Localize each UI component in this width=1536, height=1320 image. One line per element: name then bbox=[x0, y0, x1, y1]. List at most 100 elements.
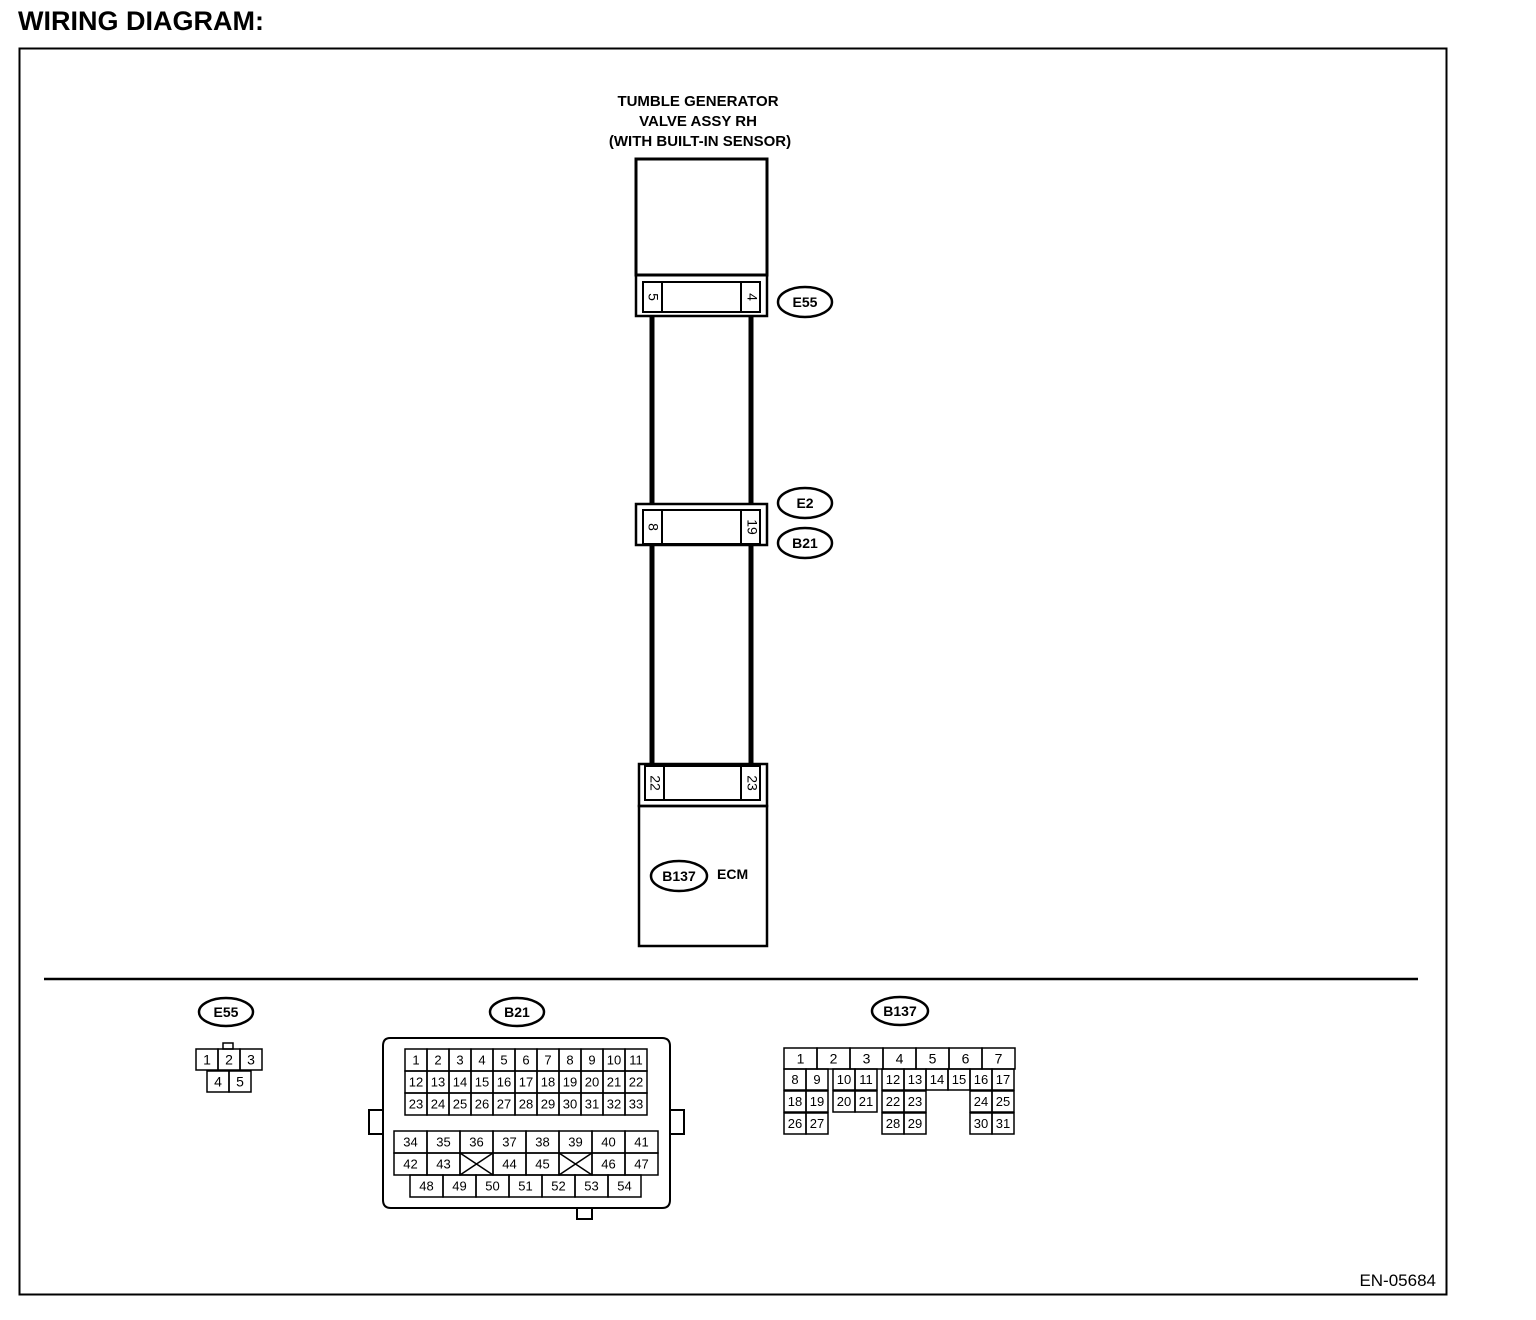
pin-number: 43 bbox=[436, 1157, 450, 1172]
pin-number: 10 bbox=[837, 1072, 851, 1087]
pin-number: 42 bbox=[403, 1157, 417, 1172]
pin-number: 1 bbox=[412, 1053, 419, 1068]
connector-e55-block: 5 4 bbox=[634, 273, 769, 318]
pin-number: 25 bbox=[453, 1097, 467, 1112]
pin-number: 5 bbox=[929, 1051, 937, 1067]
pin-number: 23 bbox=[908, 1094, 922, 1109]
pin-number: 6 bbox=[962, 1051, 970, 1067]
pin-number: 39 bbox=[568, 1135, 582, 1150]
b21-left-latch bbox=[368, 1109, 384, 1135]
pin-number: 53 bbox=[584, 1179, 598, 1194]
pin-number: 23 bbox=[409, 1097, 423, 1112]
pin-number: 44 bbox=[502, 1157, 516, 1172]
component-title-line-3: (WITH BUILT-IN SENSOR) bbox=[609, 133, 791, 150]
pin-cell bbox=[805, 1090, 829, 1113]
pin-number: 46 bbox=[601, 1157, 615, 1172]
pin-number: 29 bbox=[541, 1097, 555, 1112]
ecm-tag-label: B137 bbox=[662, 868, 696, 884]
pin-number: 19 bbox=[810, 1094, 824, 1109]
pin-number: 25 bbox=[996, 1094, 1010, 1109]
ecm-label: ECM bbox=[717, 866, 748, 882]
component-title-line-1: TUMBLE GENERATOR bbox=[617, 93, 778, 110]
pin-number: 9 bbox=[588, 1053, 595, 1068]
e55-pin-left: 5 bbox=[645, 293, 661, 301]
b21-right-latch bbox=[669, 1109, 685, 1135]
pin-number: 4 bbox=[214, 1074, 222, 1090]
legend-b21-tag: B21 bbox=[504, 1004, 530, 1020]
pin-number: 35 bbox=[436, 1135, 450, 1150]
pin-number: 21 bbox=[859, 1094, 873, 1109]
pin-number: 2 bbox=[830, 1051, 838, 1067]
pin-number: 30 bbox=[974, 1116, 988, 1131]
diagram-code: EN-05684 bbox=[1359, 1271, 1436, 1290]
pin-cell bbox=[854, 1090, 878, 1113]
pin-number: 18 bbox=[788, 1094, 802, 1109]
pin-number: 11 bbox=[629, 1053, 643, 1068]
pin-number: 8 bbox=[791, 1072, 798, 1087]
pin-number: 27 bbox=[810, 1116, 824, 1131]
pin-number: 30 bbox=[563, 1097, 577, 1112]
pin-number: 47 bbox=[634, 1157, 648, 1172]
pin-number: 11 bbox=[859, 1072, 873, 1087]
pin-number: 6 bbox=[522, 1053, 529, 1068]
pin-cell bbox=[239, 1048, 263, 1071]
pin-number: 2 bbox=[225, 1052, 233, 1068]
pin-number: 12 bbox=[409, 1075, 423, 1090]
b137-pin-left: 22 bbox=[647, 775, 663, 791]
pin-number: 7 bbox=[544, 1053, 551, 1068]
e2-tag-label: E2 bbox=[796, 495, 813, 511]
pin-cell bbox=[903, 1112, 927, 1135]
connector-e2-tag: E2 bbox=[776, 486, 834, 520]
pin-number: 24 bbox=[431, 1097, 445, 1112]
pin-number: 28 bbox=[886, 1116, 900, 1131]
diagram-frame bbox=[18, 47, 1448, 1296]
pin-number: 45 bbox=[535, 1157, 549, 1172]
tumble-generator-valve-body bbox=[634, 157, 769, 277]
pin-cell bbox=[991, 1068, 1015, 1091]
pin-cell bbox=[228, 1070, 252, 1093]
pin-number: 40 bbox=[601, 1135, 615, 1150]
b21-housing bbox=[382, 1037, 671, 1209]
unused-pin-mark bbox=[558, 1152, 593, 1176]
pin-number: 13 bbox=[431, 1075, 445, 1090]
pin-number: 51 bbox=[518, 1179, 532, 1194]
pin-number: 15 bbox=[952, 1072, 966, 1087]
pin-number: 8 bbox=[566, 1053, 573, 1068]
pin-cell bbox=[607, 1174, 642, 1198]
connector-e2-b21-block: 8 19 bbox=[634, 502, 769, 547]
pin-number: 15 bbox=[475, 1075, 489, 1090]
pin-number: 16 bbox=[974, 1072, 988, 1087]
pin-number: 2 bbox=[434, 1053, 441, 1068]
pin-number: 16 bbox=[497, 1075, 511, 1090]
pin-cell bbox=[805, 1068, 829, 1091]
component-title: TUMBLE GENERATOR VALVE ASSY RH (WITH BUI… bbox=[609, 93, 791, 150]
e55-key-tab bbox=[222, 1042, 234, 1050]
e55-tag-label: E55 bbox=[793, 294, 818, 310]
pin-number: 20 bbox=[585, 1075, 599, 1090]
pin-number: 5 bbox=[236, 1074, 244, 1090]
ecm-connector-tag: B137 bbox=[649, 859, 709, 893]
pin-number: 7 bbox=[995, 1051, 1003, 1067]
pin-number: 52 bbox=[551, 1179, 565, 1194]
b21-tag-label: B21 bbox=[792, 535, 818, 551]
pin-number: 37 bbox=[502, 1135, 516, 1150]
pin-number: 27 bbox=[497, 1097, 511, 1112]
pin-cell bbox=[903, 1090, 927, 1113]
pin-cell bbox=[805, 1112, 829, 1135]
pin-number: 29 bbox=[908, 1116, 922, 1131]
pin-number: 4 bbox=[896, 1051, 904, 1067]
pin-number: 19 bbox=[563, 1075, 577, 1090]
connector-b21-tag: B21 bbox=[776, 526, 834, 560]
pin-number: 41 bbox=[634, 1135, 648, 1150]
legend-e55-tag: E55 bbox=[214, 1004, 239, 1020]
pin-number: 13 bbox=[908, 1072, 922, 1087]
unused-pin-mark bbox=[459, 1152, 494, 1176]
pin-number: 31 bbox=[996, 1116, 1010, 1131]
pin-number: 20 bbox=[837, 1094, 851, 1109]
